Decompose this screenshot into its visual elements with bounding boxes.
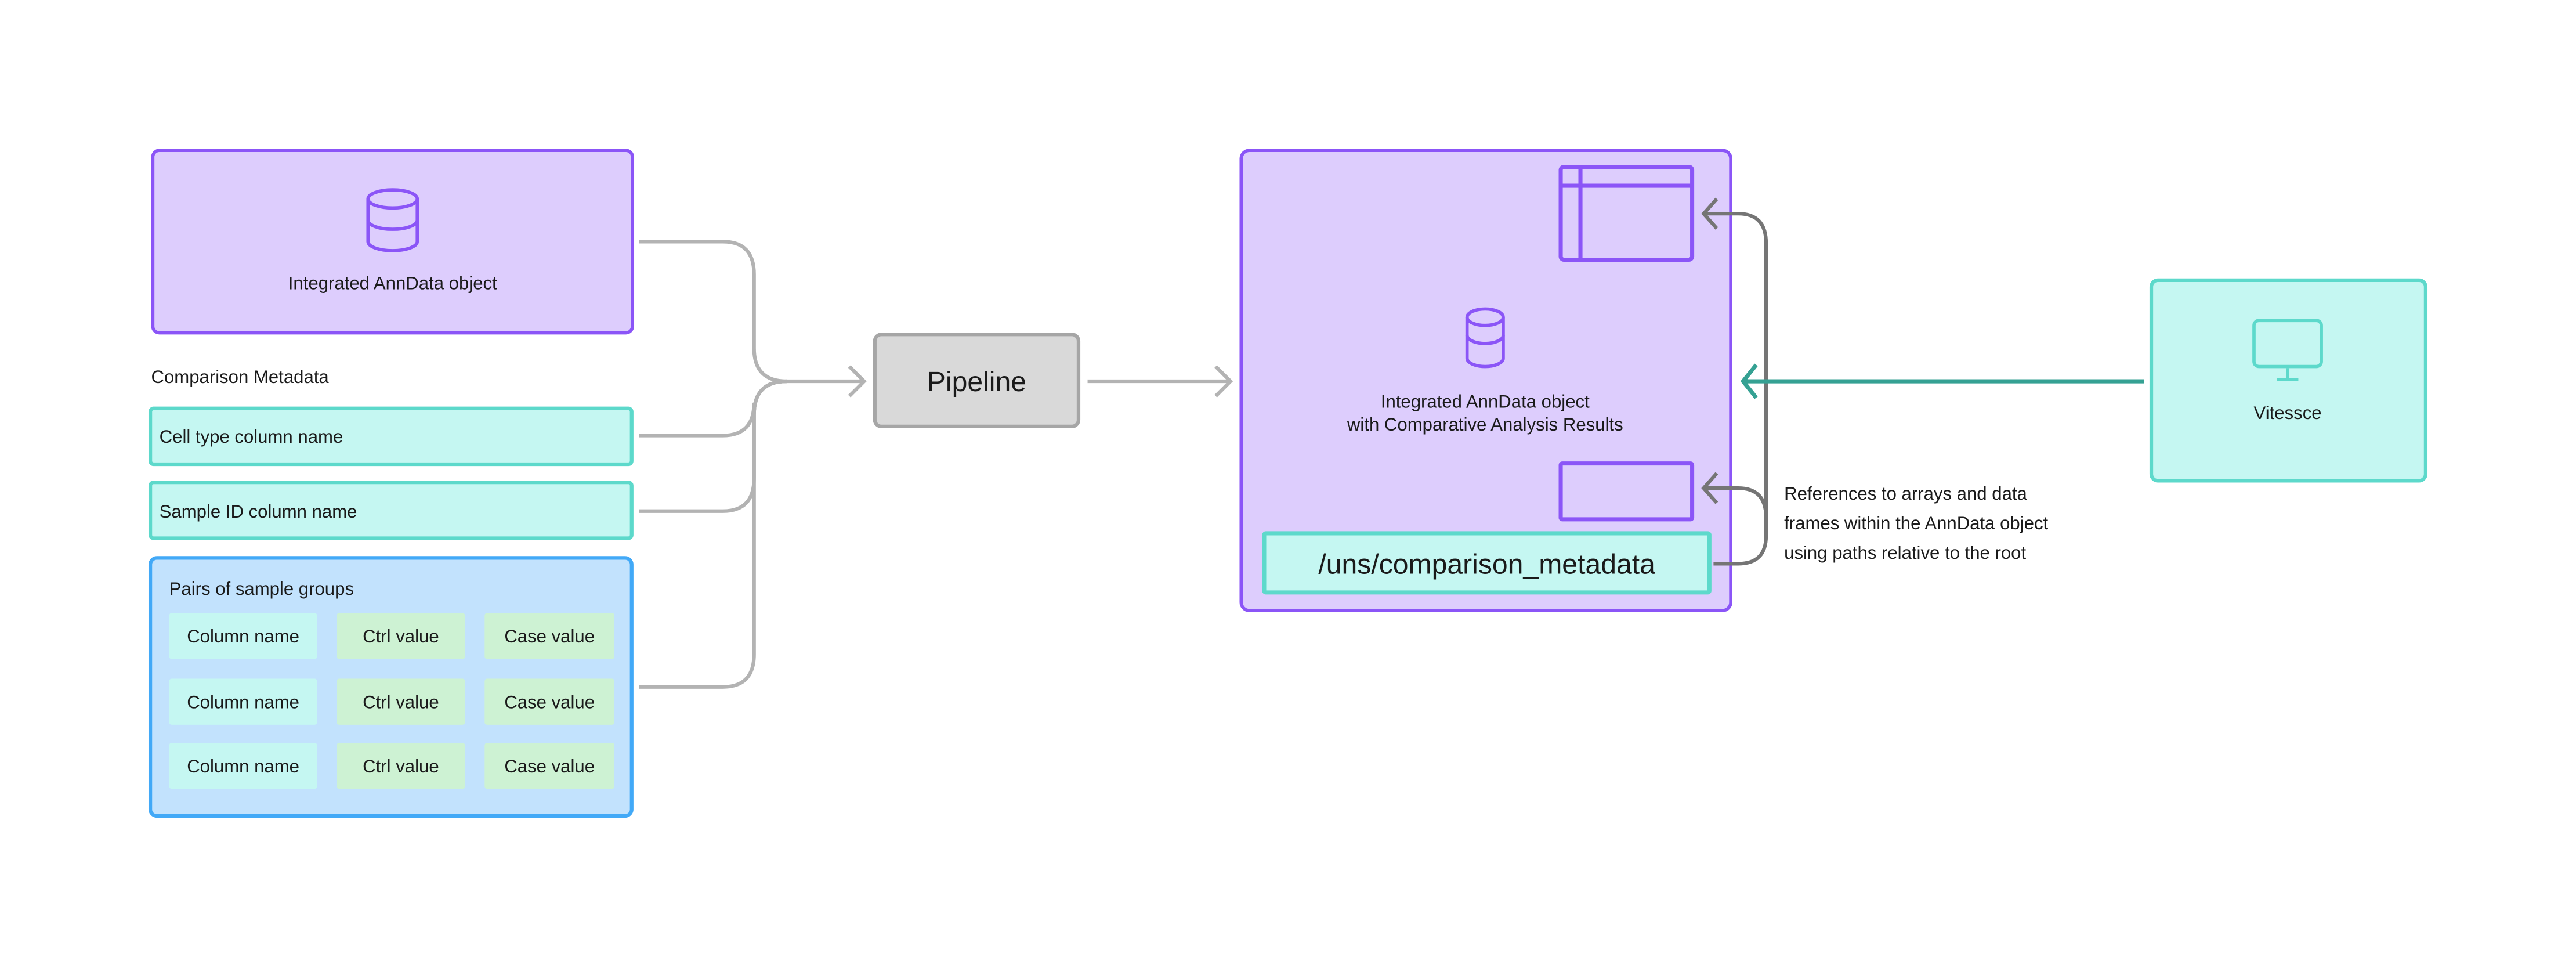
pair-row: Column name Ctrl value Case value bbox=[169, 678, 615, 725]
connector-sample-id bbox=[639, 379, 787, 513]
anndata-input-box: Integrated AnnData object bbox=[151, 149, 635, 335]
connector-pairs bbox=[639, 379, 787, 689]
column-name-cell-bg bbox=[169, 742, 317, 789]
case-value-cell: Case value bbox=[504, 692, 595, 713]
vitessce-connector bbox=[1740, 363, 2144, 399]
column-name-cell: Column name bbox=[187, 756, 299, 776]
case-value-cell: Case value bbox=[504, 756, 595, 776]
reference-note-line: using paths relative to the root bbox=[1784, 543, 2026, 563]
table-icon bbox=[1558, 164, 1695, 262]
connector-to-pipeline bbox=[787, 365, 867, 398]
ctrl-value-cell-bg bbox=[337, 678, 465, 725]
ctrl-value-cell: Ctrl value bbox=[363, 692, 439, 713]
sample-id-field: Sample ID column name bbox=[148, 481, 634, 540]
connector-pipeline-to-output bbox=[1087, 365, 1233, 398]
reference-note-line: frames within the AnnData object bbox=[1784, 513, 2048, 533]
case-value-cell: Case value bbox=[504, 626, 595, 646]
anndata-input-label: Integrated AnnData object bbox=[288, 273, 497, 293]
monitor-icon bbox=[2252, 319, 2323, 382]
column-name-cell-bg bbox=[169, 678, 317, 725]
comparison-metadata-heading: Comparison Metadata bbox=[151, 367, 330, 387]
anndata-output-box: Integrated AnnData object with Comparati… bbox=[1239, 149, 1732, 612]
column-name-cell: Column name bbox=[187, 626, 299, 646]
database-icon bbox=[366, 188, 419, 252]
cell-type-label: Cell type column name bbox=[160, 427, 343, 447]
column-name-cell-bg bbox=[169, 613, 317, 659]
pair-row: Column name Ctrl value Case value bbox=[169, 742, 615, 789]
ctrl-value-cell: Ctrl value bbox=[363, 626, 439, 646]
vitessce-label: Vitessce bbox=[2254, 403, 2322, 423]
cell-type-field: Cell type column name bbox=[148, 406, 634, 467]
sample-id-label: Sample ID column name bbox=[160, 501, 357, 522]
ctrl-value-cell: Ctrl value bbox=[363, 756, 439, 776]
reference-arrow-table bbox=[1701, 197, 1768, 566]
metadata-path-box: /uns/comparison_metadata bbox=[1262, 531, 1712, 595]
reference-arrow-rect bbox=[1701, 472, 1768, 518]
pairs-title: Pairs of sample groups bbox=[169, 579, 354, 599]
reference-arrows bbox=[1701, 197, 1768, 566]
output-label-line1: Integrated AnnData object bbox=[1381, 391, 1590, 411]
column-name-cell: Column name bbox=[187, 692, 299, 713]
case-value-cell-bg bbox=[484, 613, 615, 659]
reference-note: References to arrays and data frames wit… bbox=[1784, 483, 2048, 563]
case-value-cell-bg bbox=[484, 678, 615, 725]
vitessce-box: Vitessce bbox=[2149, 278, 2428, 483]
rectangle-icon bbox=[1558, 461, 1695, 522]
pipeline-box: Pipeline bbox=[873, 333, 1081, 429]
ctrl-value-cell-bg bbox=[337, 613, 465, 659]
database-icon bbox=[1465, 307, 1505, 369]
case-value-cell-bg bbox=[484, 742, 615, 789]
output-label-line2: with Comparative Analysis Results bbox=[1347, 414, 1623, 435]
ctrl-value-cell-bg bbox=[337, 742, 465, 789]
pair-row: Column name Ctrl value Case value bbox=[169, 613, 615, 659]
reference-note-line: References to arrays and data bbox=[1784, 483, 2027, 504]
metadata-path: /uns/comparison_metadata bbox=[1318, 548, 1655, 580]
input-connectors bbox=[639, 240, 1233, 689]
pipeline-label: Pipeline bbox=[927, 366, 1026, 398]
connector-anndata bbox=[639, 240, 787, 384]
